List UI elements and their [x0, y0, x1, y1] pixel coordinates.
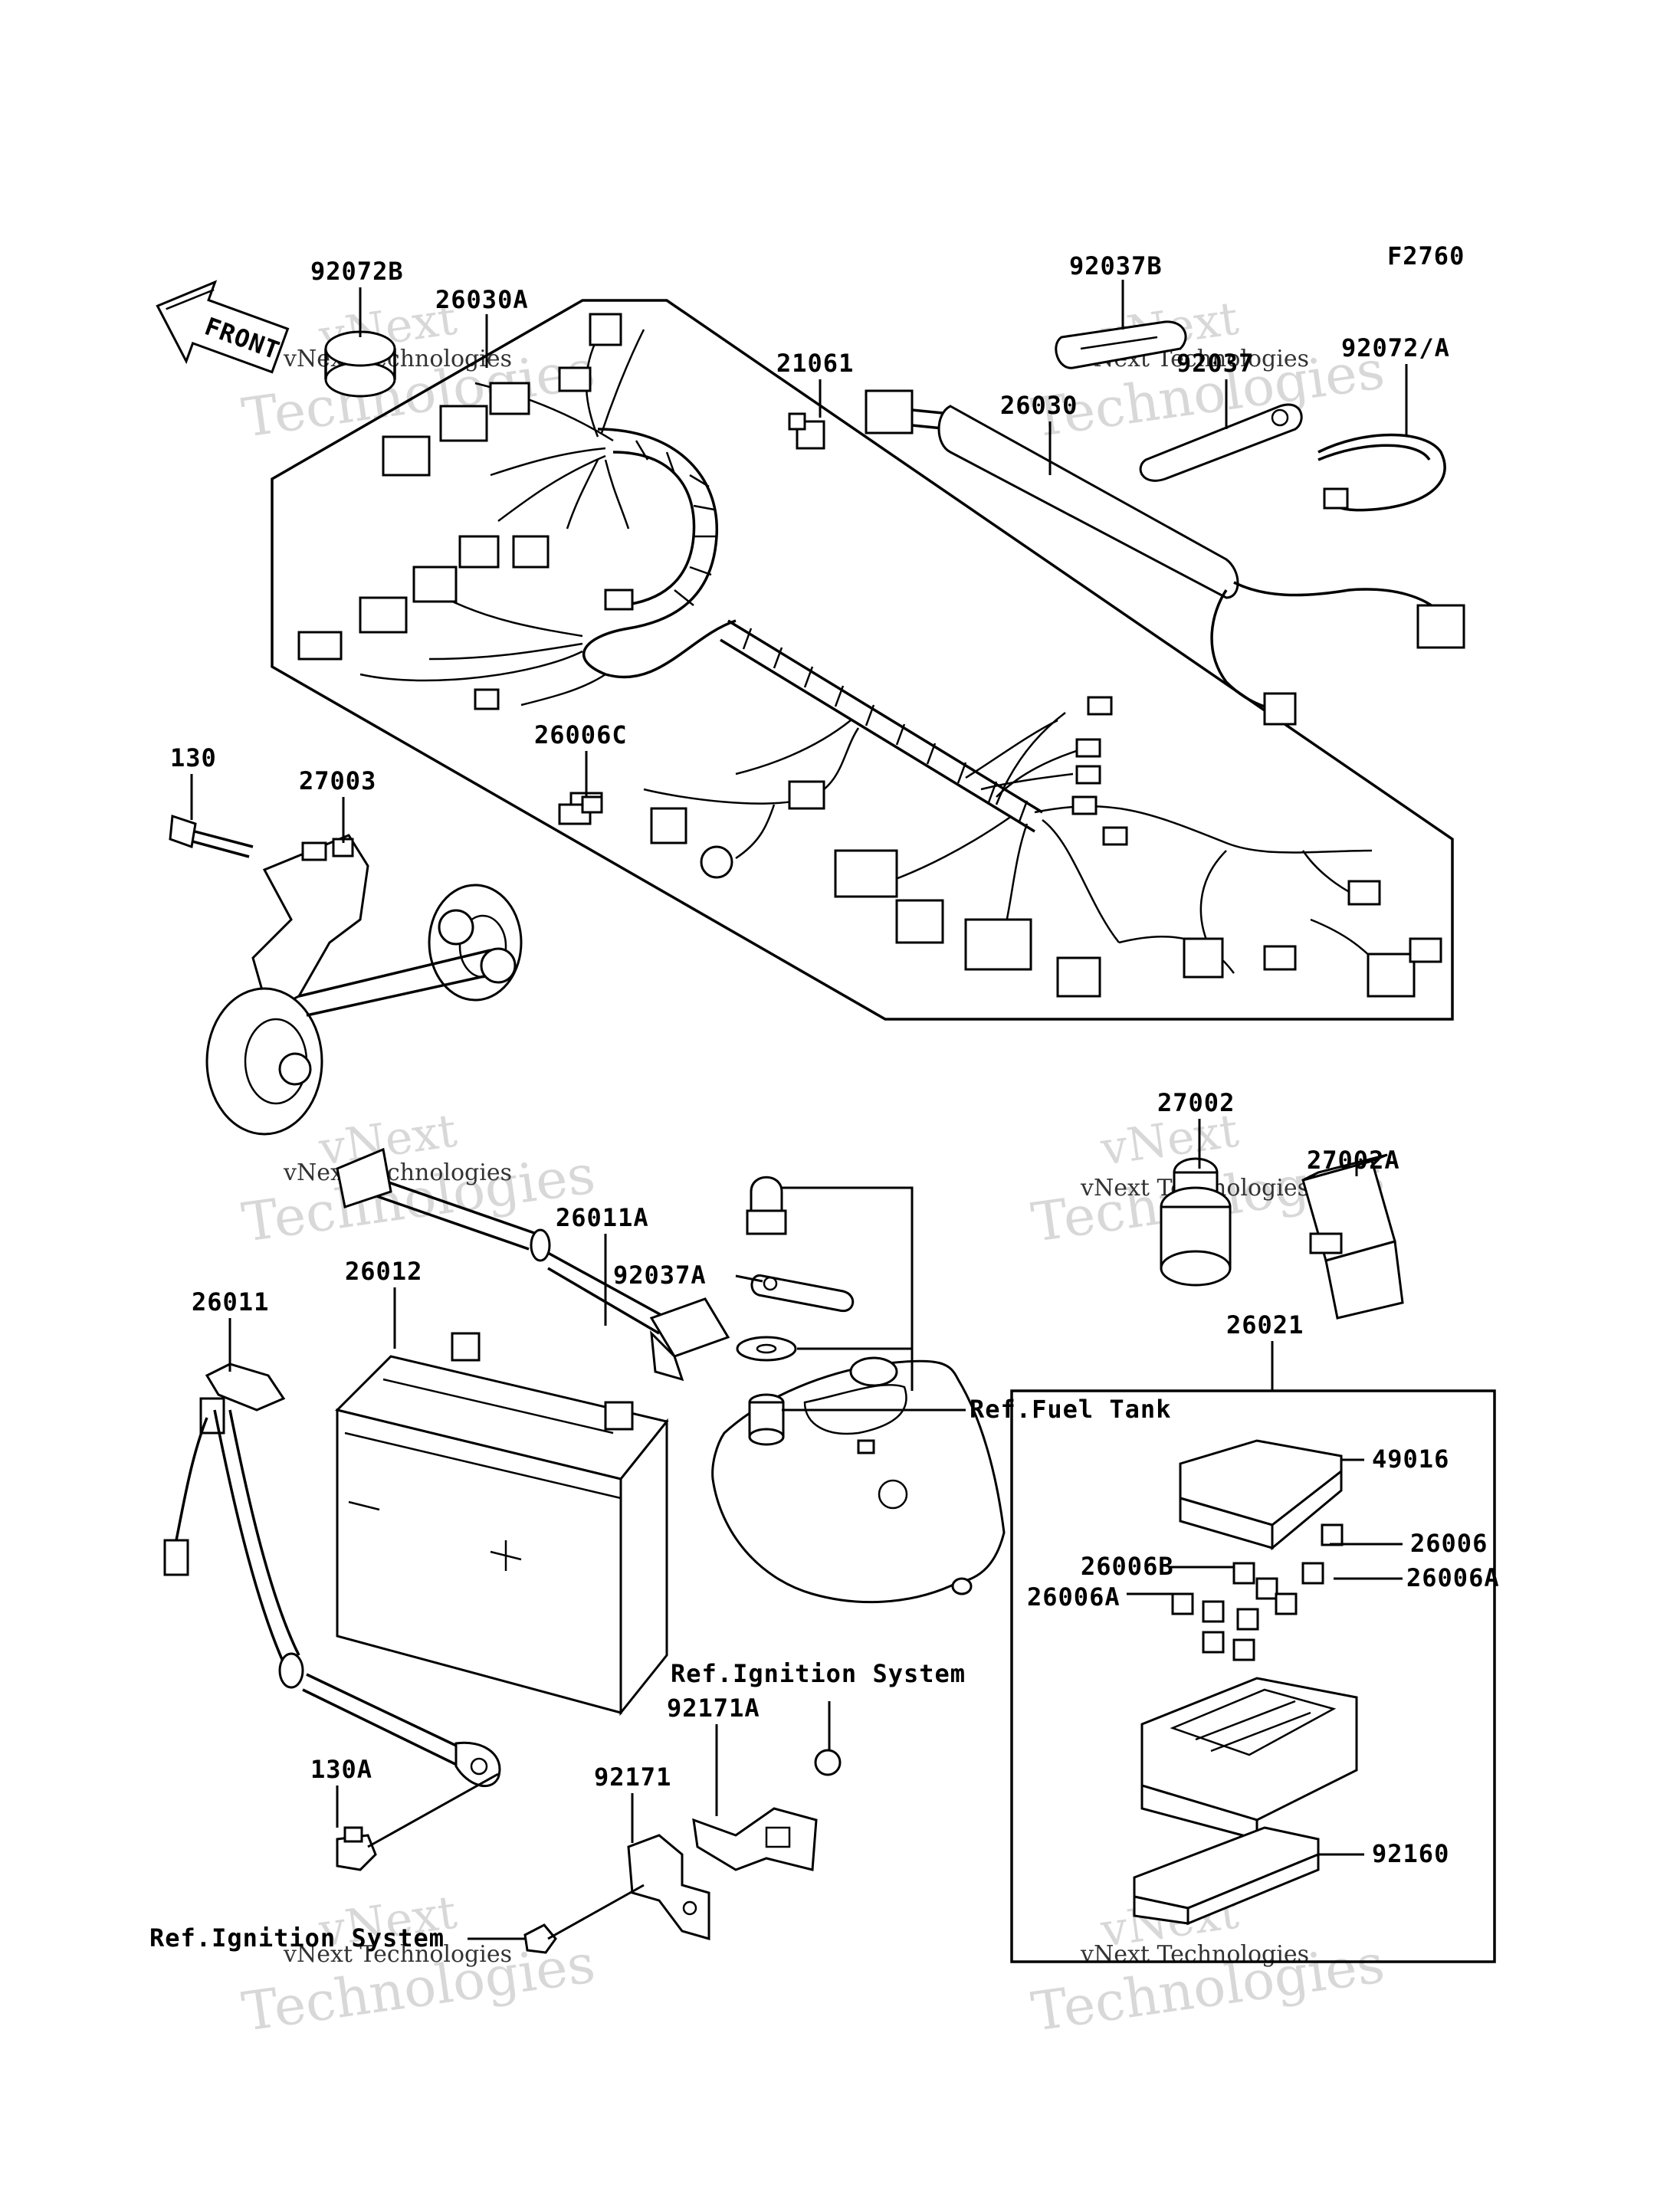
label-26006A-right: 26006A: [1406, 1563, 1500, 1592]
clamp-92037B-icon: [1055, 320, 1187, 369]
label-130A: 130A: [310, 1755, 372, 1784]
ref-ignition-system-top: Ref.Ignition System: [671, 1659, 966, 1688]
label-26012: 26012: [345, 1257, 422, 1286]
bracket-92171-icon: [523, 1834, 710, 1954]
harness-connector: [297, 313, 1442, 998]
fuse-box-outline: [1010, 1389, 1496, 1963]
svg-text:vNext Technologies: vNext Technologies: [283, 1941, 512, 1968]
label-92037B: 92037B: [1069, 251, 1163, 280]
leader-lines: [190, 280, 1408, 1940]
label-26030: 26030: [1000, 391, 1078, 420]
label-21061: 21061: [776, 349, 854, 378]
relay-27002-icon: [1160, 1157, 1232, 1287]
clamp-92037-icon: [1139, 403, 1303, 482]
svg-text:vNext Technologies: vNext Technologies: [1080, 1941, 1309, 1968]
label-130: 130: [170, 743, 217, 772]
bracket-92171A-icon: [692, 1749, 842, 1871]
label-26030A: 26030A: [435, 285, 529, 314]
label-92171: 92171: [594, 1763, 671, 1792]
label-27002: 27002: [1157, 1088, 1235, 1117]
label-27002A: 27002A: [1307, 1146, 1400, 1175]
label-26006: 26006: [1410, 1529, 1488, 1558]
label-27003: 27003: [299, 766, 376, 795]
fuse-26006C-icon: [558, 795, 603, 825]
label-26011A: 26011A: [556, 1203, 649, 1232]
tie-band-92072A-icon: [1317, 433, 1446, 512]
label-26006B: 26006B: [1081, 1552, 1174, 1581]
main-harness-outline: [271, 299, 1454, 1021]
band-92072B-icon: [324, 330, 396, 398]
label-26011: 26011: [192, 1287, 269, 1317]
part-21061-icon: [788, 412, 825, 450]
main-harness-trunk: [359, 329, 1380, 974]
svg-text:vNext Technologies: vNext Technologies: [283, 1159, 512, 1186]
watermark-top-left: vNext Technologies vNext Technologies: [238, 292, 599, 450]
svg-text:vNext Technologies: vNext Technologies: [283, 346, 512, 372]
bolt-130A-icon: [336, 1826, 377, 1871]
label-92171A: 92171A: [667, 1694, 760, 1723]
label-49016: 49016: [1372, 1444, 1449, 1474]
fuel-tank: [711, 1356, 1006, 1604]
ref-ignition-system-bottom: Ref.Ignition System: [149, 1923, 445, 1953]
battery-cable-26011A: [336, 1147, 730, 1382]
relay-27002A-icon: [1301, 1153, 1404, 1320]
fuse-box-cover-49016-icon: [1179, 1439, 1343, 1551]
label-92072B: 92072B: [310, 257, 404, 286]
label-26006A-left: 26006A: [1027, 1582, 1121, 1612]
front-arrow-icon: FRONT: [156, 280, 290, 374]
watermark-middle-left: vNext Technologies vNext Technologies: [238, 1104, 599, 1254]
label-92037A: 92037A: [613, 1261, 707, 1290]
part-labels: 92072B 26030A 92037B 21061 92037 92072/A…: [170, 251, 1500, 1868]
figure-code: F2760: [1387, 241, 1465, 271]
label-92072A: 92072/A: [1341, 333, 1450, 362]
fuse-box-body-icon: [1140, 1677, 1358, 1841]
battery: [335, 1332, 669, 1717]
label-92037: 92037: [1176, 349, 1254, 378]
fuse-26006-icon: [1171, 1523, 1344, 1661]
fuel-tank-fasteners: [736, 1176, 855, 1446]
battery-cable-26011: [163, 1362, 501, 1788]
label-92160: 92160: [1372, 1839, 1449, 1868]
label-26006C: 26006C: [534, 720, 628, 749]
watermark-bottom-left: vNext Technologies vNext Technologies: [238, 1886, 599, 2044]
sub-harness-26030: [865, 389, 1465, 726]
label-26021: 26021: [1226, 1310, 1304, 1340]
horn-assembly: [169, 814, 523, 1136]
ref-fuel-tank: Ref.Fuel Tank: [970, 1395, 1171, 1424]
